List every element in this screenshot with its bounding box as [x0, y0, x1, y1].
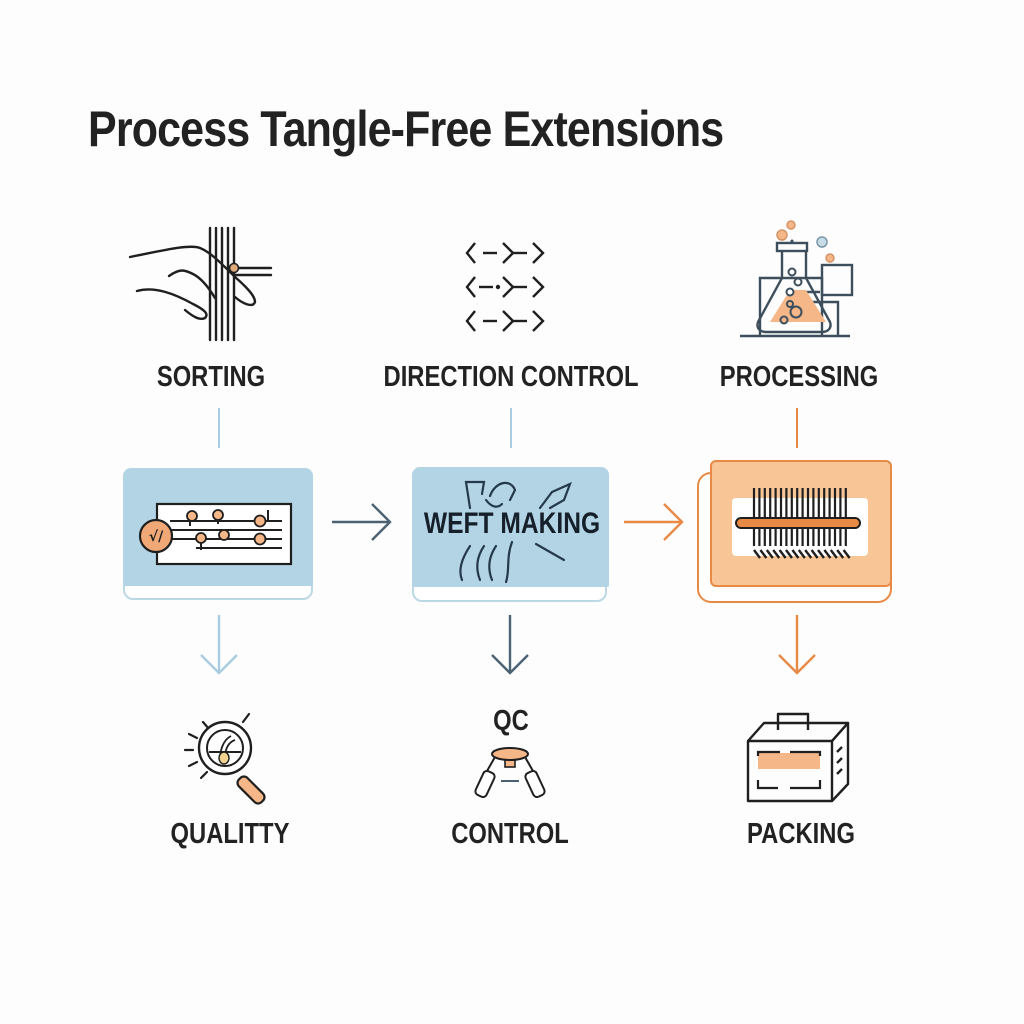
diamond-arrows-icon: [465, 242, 545, 332]
magnifier-hair-icon: [183, 712, 266, 805]
qc-stool-icon: [474, 747, 546, 799]
card-weft-making[interactable]: [412, 467, 609, 587]
comb-weft-icon: [732, 488, 868, 559]
hair-slash: [810, 549, 819, 559]
hair-slash: [765, 549, 774, 559]
connector-line-processing: [796, 408, 798, 448]
hair-slash: [778, 549, 787, 559]
hair-slash: [836, 549, 845, 559]
hair-slash: [842, 549, 851, 559]
hair-slash: [759, 549, 768, 559]
arrow-down-2: [491, 615, 529, 675]
hand-sorting-strands-icon: [128, 226, 273, 342]
page-title: Process Tangle-Free Extensions: [88, 101, 724, 157]
hair-slash: [804, 549, 813, 559]
hair-slash: [823, 549, 832, 559]
card-label-weft-making: WEFT MAKING: [423, 507, 601, 540]
hair-slash: [785, 549, 793, 559]
weft-strands-icon: [459, 480, 572, 584]
step-label-sorting: SORTING: [156, 361, 266, 393]
hair-slash: [772, 549, 781, 559]
connector-line-sorting: [218, 408, 220, 448]
arrow-right-1: [332, 503, 392, 541]
arrow-down-1: [200, 615, 238, 675]
chemistry-flask-icon: [740, 220, 854, 338]
hair-slash: [829, 549, 838, 559]
step-label-direction-control: DIRECTION CONTROL: [383, 361, 639, 393]
svg-text:√/: √/: [149, 529, 164, 545]
step-label-processing: PROCESSING: [719, 361, 879, 393]
hair-slash: [817, 549, 825, 559]
packing-box-icon: [746, 712, 850, 803]
connector-line-direction: [510, 408, 512, 448]
step-label-quality: QUALITTY: [170, 818, 290, 850]
hair-slash: [797, 549, 806, 559]
step-label-packing: PACKING: [747, 818, 855, 850]
arrow-down-3: [778, 615, 816, 675]
step-label-qc: QC: [493, 705, 529, 737]
hair-slash: [791, 549, 800, 559]
checklist-board-icon: √/: [138, 502, 293, 566]
step-label-control: CONTROL: [451, 818, 569, 850]
hair-slash: [753, 549, 761, 559]
arrow-right-2: [624, 503, 684, 541]
